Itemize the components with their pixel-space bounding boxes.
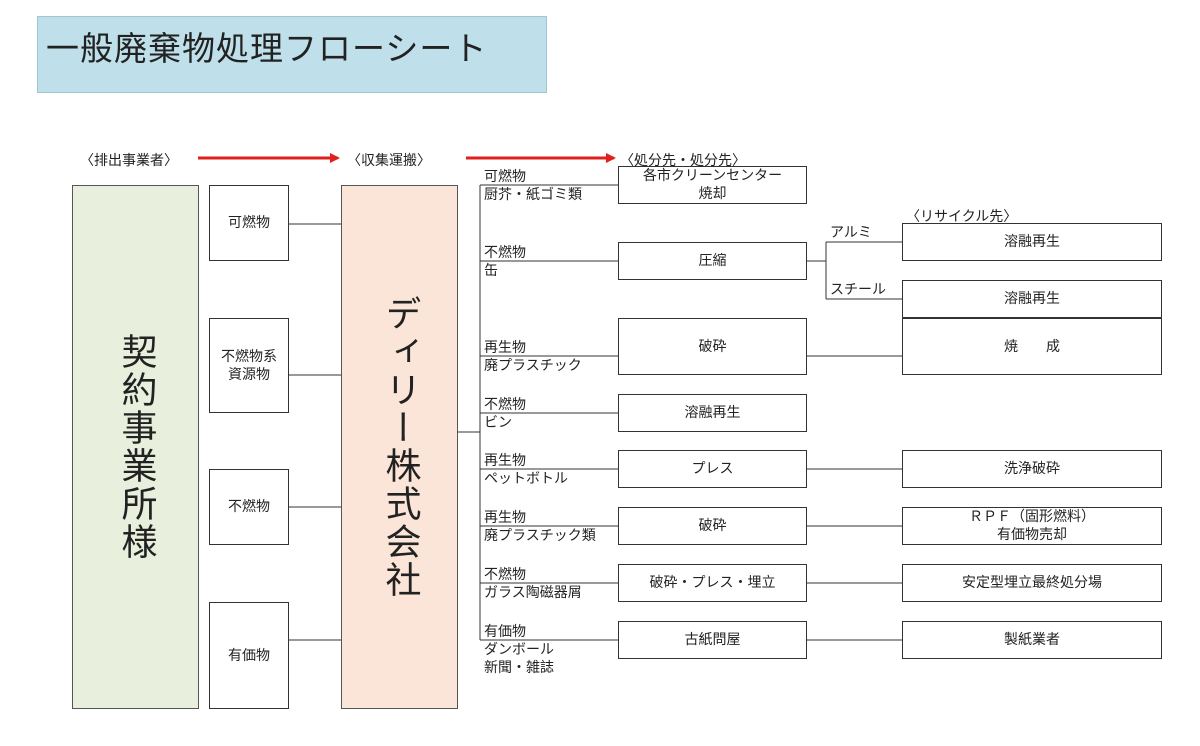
process-melt-label: 溶融再生 xyxy=(684,405,741,421)
page-title: 一般廃棄物処理フローシート xyxy=(46,29,488,68)
category-label: 再生物廃プラスチック xyxy=(484,340,582,374)
company-label: ディリー株式会社 xyxy=(379,295,421,599)
process-crush-2-label: 破砕 xyxy=(698,518,727,534)
process-melt-box: 溶融再生 xyxy=(618,394,807,432)
recycle-paper-maker-box: 製紙業者 xyxy=(902,621,1162,659)
recycle-firing-label: 焼 成 xyxy=(1004,338,1060,355)
title-banner xyxy=(37,16,547,93)
category-label: 再生物廃プラスチック類 xyxy=(484,510,596,544)
process-crush-2-box: 破砕 xyxy=(618,507,807,545)
process-crush-label: 破砕 xyxy=(698,338,727,355)
branch-steel-label: スチール xyxy=(830,282,886,298)
recycle-wash-crush-label: 洗浄破砕 xyxy=(1004,461,1060,477)
category-label: 不燃物ガラス陶磁器屑 xyxy=(484,567,582,601)
waste-valuable-label: 有価物 xyxy=(228,647,270,664)
recycle-melt-steel-box: 溶融再生 xyxy=(902,280,1162,318)
branch-aluminum-label: アルミ xyxy=(830,225,872,241)
header-recycle: 〈リサイクル先〉 xyxy=(906,209,1018,225)
category-label: 不燃物ビン xyxy=(484,397,526,431)
recycle-melt-steel-label: 溶融再生 xyxy=(1004,291,1060,307)
waste-nonflammable-resource-label-2: 資源物 xyxy=(228,366,270,383)
waste-nonflammable-resource-box: 不燃物系 資源物 xyxy=(209,318,289,413)
header-disposal: 〈処分先・処分先〉 xyxy=(620,153,746,169)
process-press-box: プレス xyxy=(618,450,807,488)
waste-combustible-label: 可燃物 xyxy=(228,215,270,231)
category-label: 再生物ペットボトル xyxy=(484,453,568,487)
process-compress-box: 圧縮 xyxy=(618,242,807,280)
company-box: ディリー株式会社 xyxy=(341,185,458,709)
header-collection: 〈収集運搬〉 xyxy=(347,153,431,169)
waste-nonflammable-label: 不燃物 xyxy=(228,499,270,515)
recycle-paper-maker-label: 製紙業者 xyxy=(1004,632,1060,648)
process-paper-wholesaler-box: 古紙問屋 xyxy=(618,621,807,659)
category-label: 不燃物缶 xyxy=(484,245,526,279)
recycle-melt-aluminum-box: 溶融再生 xyxy=(902,223,1162,261)
process-crush-box: 破砕 xyxy=(618,318,807,375)
recycle-landfill-label: 安定型埋立最終処分場 xyxy=(962,575,1102,591)
waste-nonflammable-resource-label-1: 不燃物系 xyxy=(221,348,277,365)
contract-office-label: 契約事業所様 xyxy=(115,333,157,561)
recycle-rpf-box: ＲＰＦ（固形燃料） 有価物売却 xyxy=(902,507,1162,545)
category-label: 可燃物厨芥・紙ゴミ類 xyxy=(484,169,582,203)
recycle-rpf-line2: 有価物売却 xyxy=(997,527,1067,543)
recycle-landfill-box: 安定型埋立最終処分場 xyxy=(902,564,1162,602)
recycle-firing-box: 焼 成 xyxy=(902,318,1162,375)
process-compress-label: 圧縮 xyxy=(698,253,727,269)
recycle-wash-crush-box: 洗浄破砕 xyxy=(902,450,1162,488)
waste-nonflammable-box: 不燃物 xyxy=(209,469,289,545)
waste-combustible-box: 可燃物 xyxy=(209,185,289,261)
recycle-rpf-line1: ＲＰＦ（固形燃料） xyxy=(969,509,1095,525)
process-incinerate-line1: 各市クリーンセンター xyxy=(642,168,783,184)
process-press-label: プレス xyxy=(691,461,734,477)
process-paper-wholesaler-label: 古紙問屋 xyxy=(684,632,741,648)
process-crush-press-landfill-box: 破砕・プレス・埋立 xyxy=(618,564,807,602)
process-crush-press-landfill-label: 破砕・プレス・埋立 xyxy=(649,575,776,591)
process-incinerate-line2: 焼却 xyxy=(698,186,727,202)
header-emitters: 〈排出事業者〉 xyxy=(80,153,178,169)
contract-office-box: 契約事業所様 xyxy=(72,185,199,709)
process-incinerate-box: 各市クリーンセンター 焼却 xyxy=(618,166,807,204)
recycle-melt-aluminum-label: 溶融再生 xyxy=(1004,234,1060,250)
waste-valuable-box: 有価物 xyxy=(209,602,289,709)
category-label: 有価物ダンボール新聞・雑誌 xyxy=(484,624,554,676)
